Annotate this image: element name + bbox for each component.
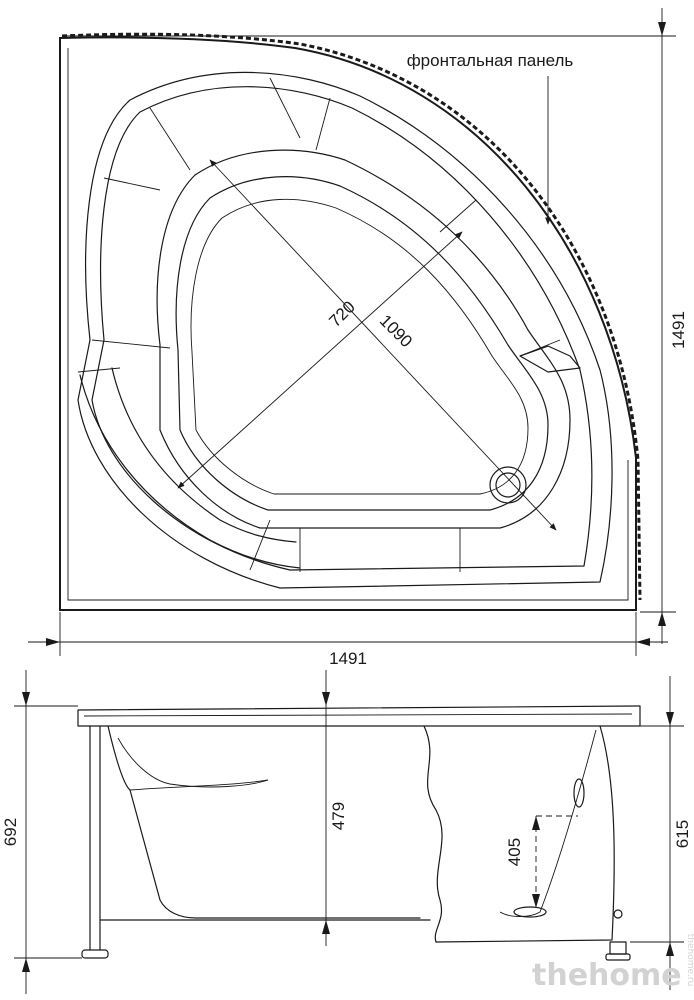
seat-inner-contour (111, 367, 297, 543)
panel-right-outline (435, 725, 615, 943)
dim-line-720 (177, 231, 463, 489)
inner-basin-inner (175, 176, 549, 511)
inner-basin-outer (156, 149, 571, 529)
rim-bevel (67, 48, 629, 601)
dim-label-615: 615 (673, 820, 692, 848)
dim-width-arrow-left (46, 638, 60, 646)
dim-label-height: 1491 (669, 311, 688, 349)
side-view: 405 479 692 615 (1, 670, 692, 994)
panel-wave-edge (423, 725, 443, 943)
dim-label-692: 692 (1, 818, 20, 846)
inner-basin-floor (190, 198, 529, 495)
watermark-brand: thehome (532, 958, 682, 993)
panel-fixing-point (613, 909, 623, 919)
front-panel-dashed-edge (61, 32, 642, 601)
dim-label-1090: 1090 (376, 311, 416, 351)
watermark-domain: thehome.ru (685, 934, 694, 987)
drain-inner (495, 472, 521, 498)
dim-line-1090 (209, 159, 557, 531)
dim-label-width: 1491 (329, 649, 367, 668)
backrest-profile (117, 737, 269, 788)
dim-label-405: 405 (505, 838, 524, 866)
front-panel-label: фронтальная панель (407, 51, 574, 70)
dim-height-arrow-bottom (658, 612, 666, 626)
seat-contour (79, 374, 301, 569)
side-left-foot (81, 949, 109, 959)
dim-label-479: 479 (329, 802, 348, 830)
drain-fitting (513, 906, 547, 918)
side-right-foot (609, 941, 627, 955)
dim-width-arrow-right (636, 638, 650, 646)
top-view: 720 1090 фронтальная панель 1491 1491 (28, 8, 688, 668)
headrest (519, 345, 581, 373)
bowl-inner-profile (129, 779, 269, 791)
panel-inner-profile (499, 729, 597, 917)
bowl-profile (107, 725, 421, 919)
side-left-frame (89, 725, 101, 951)
tub-rim-outline (59, 36, 637, 611)
dim-height-arrow-top (658, 22, 666, 36)
overflow-fitting (573, 778, 585, 808)
